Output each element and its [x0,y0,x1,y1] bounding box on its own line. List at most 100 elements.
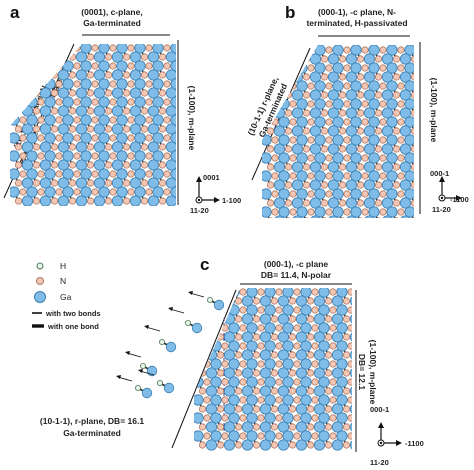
n-atom [14,179,23,187]
n-atom [342,297,351,305]
ga-atom [228,340,240,352]
n-atom [37,116,45,124]
ga-atom [300,430,312,442]
ga-atom [57,195,70,206]
ga-atom [368,62,380,74]
n-atom [416,209,422,215]
ga-atom [309,71,322,83]
n-atom [379,46,387,54]
ga-atom [314,98,326,110]
n-atom [347,306,352,314]
ga-atom [295,367,308,379]
panel-b-right-label: (1-100), m-plane [429,78,439,143]
panel-a-axes: 0001 1-100 11-20 [190,173,241,215]
ga-atom [278,188,290,200]
n-atom [356,91,365,99]
n-atom [343,154,351,162]
ga-atom [129,123,142,135]
n-atom [270,405,279,413]
ga-atom [194,412,204,424]
n-atom [55,62,63,70]
ga-atom [291,215,304,218]
ga-atom [264,322,276,334]
n-atom [302,109,311,117]
n-atom [329,414,337,422]
ga-atom [246,322,258,334]
ga-atom [282,430,294,442]
ga-atom [399,197,412,209]
n-atom [324,405,333,413]
n-atom [270,333,279,341]
panel-b-top-label-1: (000-1), -c plane, N- [318,7,396,17]
ga-atom [44,168,56,180]
ga-atom [404,170,414,182]
ga-atom [80,44,92,54]
ga-atom [381,197,394,209]
legend: H N Ga with two bonds with one bond [32,261,101,331]
ga-atom [368,206,380,218]
n-atom [324,441,333,449]
ga-atom [191,322,203,334]
ga-atom [309,161,322,173]
n-atom [289,46,297,54]
n-atom [158,197,167,205]
h-atom [158,338,165,345]
n-atom [289,154,297,162]
n-atom [324,351,333,359]
n-atom [122,161,131,169]
n-atom [203,396,211,404]
n-atom [307,136,315,144]
n-atom [347,360,352,368]
n-atom [91,80,99,88]
ga-atom [241,331,254,343]
ga-atom [223,421,236,433]
desorbing-molecule [188,291,225,311]
ga-atom [241,349,254,361]
n-atom [266,55,275,63]
n-atom [320,199,329,207]
n-atom [14,71,23,79]
ga-atom [386,45,398,56]
n-atom [342,333,351,341]
n-atom [311,360,319,368]
ga-atom [39,159,52,171]
n-atom [158,107,167,115]
ga-atom [241,421,254,433]
n-atom [325,154,333,162]
ga-atom [314,80,326,92]
ga-atom [314,116,326,128]
n-atom [14,125,23,133]
ga-atom [39,123,52,135]
n-atom [320,217,329,218]
n-atom [275,342,283,350]
ga-atom [404,45,414,56]
panel-b: b (000-1), -c plane, N- terminated, H-pa… [245,3,469,218]
n-atom [86,53,95,61]
ga-atom [62,60,74,72]
n-atom [86,125,95,133]
n-atom [343,172,351,180]
n-atom [216,405,225,413]
ga-atom [80,114,92,126]
n-atom [311,378,319,386]
bond [215,309,222,320]
n-atom [221,360,229,368]
ga-atom [165,51,176,63]
ga-atom [10,150,20,162]
ga-atom [62,186,74,198]
n-atom [91,116,99,124]
ga-atom [57,51,70,63]
ga-atom [75,141,88,153]
ga-atom [10,60,20,72]
n-atom [361,154,369,162]
desorbing-molecule [144,325,177,353]
n-atom [342,441,351,449]
ga-atom [10,78,20,90]
ga-atom [399,107,412,119]
n-atom [329,396,337,404]
ga-atom [246,288,258,298]
n-atom [266,181,275,189]
ga-atom [363,143,376,155]
n-atom [257,342,265,350]
